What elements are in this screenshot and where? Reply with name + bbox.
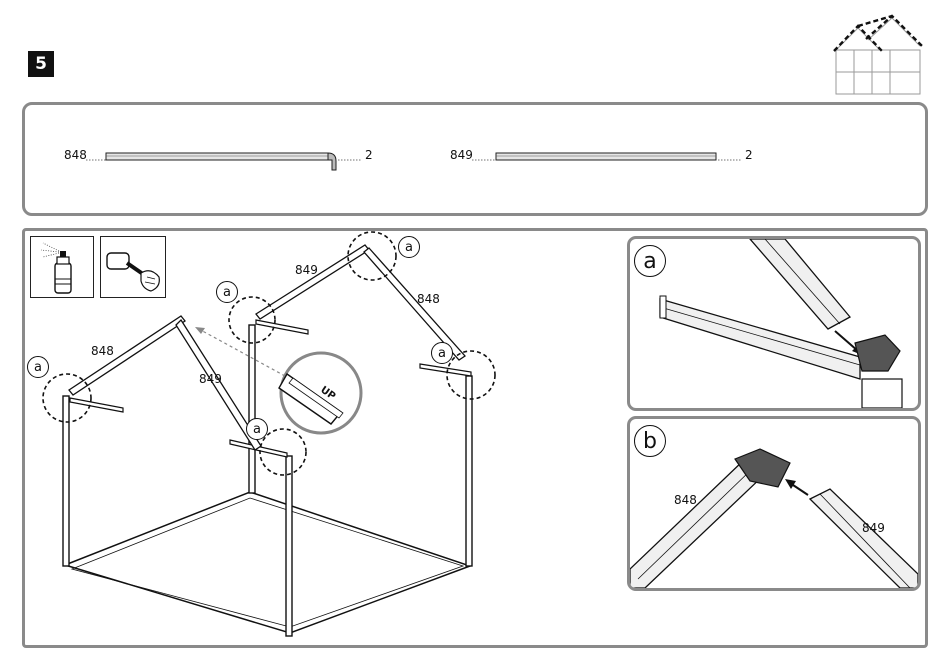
detail-b-label-848: 848 bbox=[674, 493, 697, 507]
callout-a-right: a bbox=[431, 342, 453, 364]
rafters bbox=[69, 245, 465, 450]
part-849-qty: 2 bbox=[745, 148, 753, 162]
side-beams bbox=[70, 320, 471, 457]
label-849-diag: 849 bbox=[199, 372, 222, 386]
callout-a-left: a bbox=[27, 356, 49, 378]
step-number-badge: 5 bbox=[28, 51, 54, 77]
part-849-id: 849 bbox=[450, 148, 473, 162]
corner-posts bbox=[63, 325, 472, 636]
greenhouse-roof-highlight-icon bbox=[828, 12, 926, 96]
callout-a-bottom: a bbox=[246, 418, 268, 440]
greenhouse-frame-drawing bbox=[25, 230, 625, 648]
label-848-right: 848 bbox=[417, 292, 440, 306]
detail-b-letter: b bbox=[634, 425, 666, 457]
step-number: 5 bbox=[35, 54, 47, 74]
callout-a-mid: a bbox=[216, 281, 238, 303]
part-848-qty: 2 bbox=[365, 148, 373, 162]
part-848-id: 848 bbox=[64, 148, 87, 162]
callout-a-top: a bbox=[398, 236, 420, 258]
label-849-top: 849 bbox=[295, 263, 318, 277]
part-849-drawing bbox=[472, 148, 748, 168]
detail-b-panel: b 848 849 bbox=[627, 416, 921, 591]
detail-a-letter: a bbox=[634, 245, 666, 277]
label-848-left: 848 bbox=[91, 344, 114, 358]
detail-b-label-849: 849 bbox=[862, 521, 885, 535]
base-frame bbox=[65, 492, 470, 633]
part-848-drawing bbox=[86, 148, 376, 174]
detail-a-panel: a bbox=[627, 236, 921, 411]
